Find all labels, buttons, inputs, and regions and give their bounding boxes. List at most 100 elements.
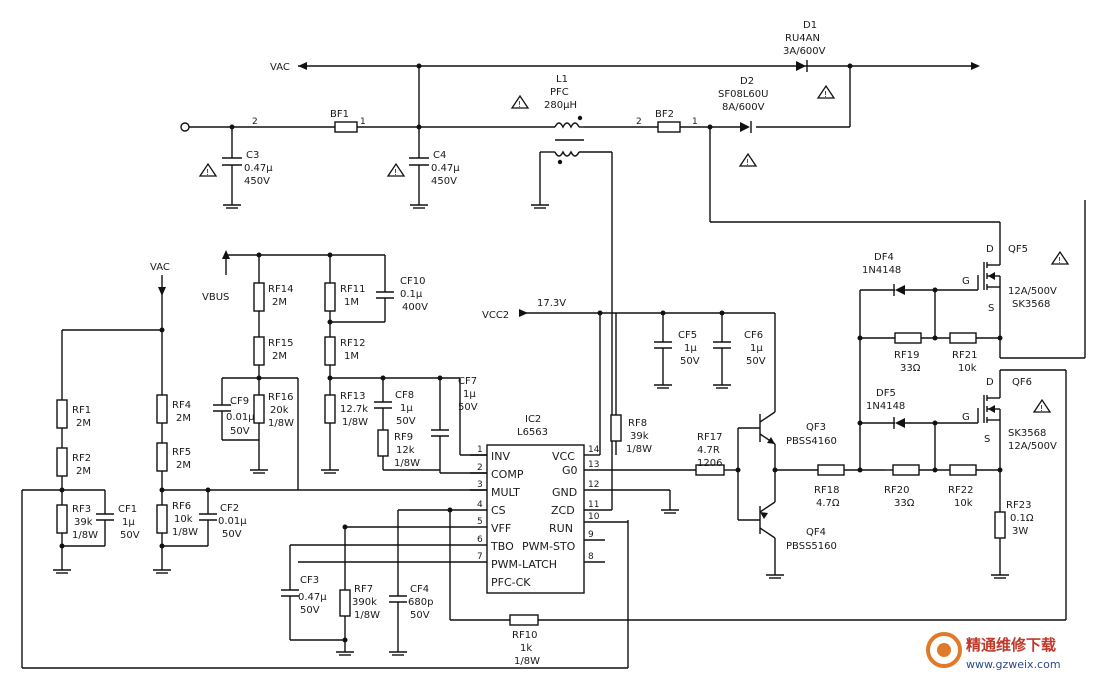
cf9-value: 0.01μ — [226, 412, 255, 423]
df4-part: 1N4148 — [862, 265, 901, 276]
rf22-ref: RF22 — [948, 485, 973, 496]
qf5-rating: 12A/500V — [1008, 286, 1057, 297]
ic2-pin-tbo: TBO — [490, 540, 514, 553]
rf2-ref: RF2 — [72, 453, 91, 464]
pin7-num: 7 — [477, 552, 483, 562]
pin5-num: 5 — [477, 517, 483, 527]
cf10-voltage: 400V — [402, 302, 428, 313]
c4-value: 0.47μ — [431, 163, 460, 174]
rf18-ref: RF18 — [814, 485, 839, 496]
df5-part: 1N4148 — [866, 401, 905, 412]
cf3-ref: CF3 — [300, 575, 319, 586]
cf6-voltage: 50V — [746, 356, 766, 367]
c4-capacitor: C4 0.47μ 450V ! — [386, 127, 460, 209]
warning-icon — [386, 162, 406, 177]
bf1-pin2: 2 — [252, 117, 258, 127]
ic2-pin-inv: INV — [491, 450, 510, 463]
cf8-ref: CF8 — [395, 390, 414, 401]
cf1-value: 1μ — [122, 517, 135, 528]
rf10-power: 1/8W — [514, 656, 540, 667]
ic2-pin-pwm-latch: PWM-LATCH — [491, 558, 557, 571]
watermark: 精通维修下载 www.gzweix.com — [926, 632, 1061, 671]
warning-mark: ! — [518, 100, 521, 109]
watermark-text: 精通维修下载 — [966, 636, 1056, 654]
c4-ref: C4 — [433, 150, 446, 161]
qf6-part: SK3568 — [1008, 428, 1046, 439]
rf9-value: 12k — [396, 445, 415, 456]
cf7-value: 1μ — [463, 389, 476, 400]
rf11-ref: RF11 — [340, 284, 365, 295]
vac-top-label: VAC — [270, 62, 290, 73]
rf18-value: 4.7Ω — [816, 498, 840, 509]
c3-capacitor: C3 0.47μ 450V ! — [198, 127, 273, 209]
warning-icon — [738, 152, 758, 167]
rf12-value: 1M — [344, 351, 359, 362]
rf16-power: 1/8W — [268, 418, 294, 429]
rf1-value: 2M — [76, 418, 91, 429]
ic2-pin-comp: COMP — [491, 468, 524, 481]
ic2-pin-cs: CS — [491, 504, 506, 517]
cf6-ref: CF6 — [744, 330, 763, 341]
rf13-power: 1/8W — [342, 417, 368, 428]
qf6-ref: QF6 — [1012, 377, 1032, 388]
qf5-s: S — [988, 303, 994, 314]
mosfet-stage: DF4 1N4148 DF5 1N4148 RF19 33Ω RF21 10k … — [857, 200, 1086, 621]
qf5-g: G — [962, 276, 970, 287]
cf9-voltage: 50V — [230, 426, 250, 437]
cf9-ref: CF9 — [230, 396, 249, 407]
cf2-voltage: 50V — [222, 529, 242, 540]
cf2-ref: CF2 — [220, 503, 239, 514]
gate-driver: RF17 4.7R 1206 QF3 PBSS4160 QF4 PBSS5160… — [695, 411, 885, 579]
rf12-ref: RF12 — [340, 338, 365, 349]
pin14-num: 14 — [588, 445, 600, 455]
warning-icon — [510, 94, 530, 109]
rf1-ref: RF1 — [72, 405, 91, 416]
pin8-num: 8 — [588, 552, 594, 562]
c4-voltage: 450V — [431, 176, 457, 187]
ic2-pin-zcd: ZCD — [551, 504, 575, 517]
warning-icon — [198, 162, 218, 177]
d2-part: SF08L60U — [718, 89, 768, 100]
rf8-power: 1/8W — [626, 444, 652, 455]
vbus-divider: VBUS RF14 2M RF15 2M RF16 20k 1/8W CF9 0… — [202, 250, 330, 490]
cf4-voltage: 50V — [410, 610, 430, 621]
rf19-ref: RF19 — [894, 350, 919, 361]
pin4-num: 4 — [477, 500, 483, 510]
rf8-value: 39k — [630, 431, 649, 442]
vac-left-label: VAC — [150, 262, 170, 273]
cf10-ref: CF10 — [400, 276, 425, 287]
rf6-ref: RF6 — [172, 501, 191, 512]
warning-mark: ! — [824, 90, 827, 99]
rf19-value: 33Ω — [900, 363, 921, 374]
l1-ref: L1 — [556, 74, 568, 85]
df4-ref: DF4 — [874, 252, 894, 263]
rf16-value: 20k — [270, 405, 289, 416]
rf20-ref: RF20 — [884, 485, 909, 496]
warning-icon — [1050, 250, 1070, 265]
rf8-ref: RF8 — [628, 418, 647, 429]
rf3-ref: RF3 — [72, 504, 91, 515]
cf7-voltage: 50V — [458, 402, 478, 413]
pin1-num: 1 — [477, 445, 483, 455]
rf10-ref: RF10 — [512, 630, 537, 641]
cf4-value: 680p — [408, 597, 433, 608]
bf1-ref: BF1 — [330, 109, 349, 120]
warning-mark: ! — [394, 168, 397, 177]
qf6-rating: 12A/500V — [1008, 441, 1057, 452]
ic2-pin-vff: VFF — [491, 522, 511, 535]
cf5-voltage: 50V — [680, 356, 700, 367]
pin11-num: 11 — [588, 500, 599, 510]
ic2-pin-pwm-sto: PWM-STO — [522, 540, 576, 553]
pin2-num: 2 — [477, 463, 483, 473]
rf4-value: 2M — [176, 413, 191, 424]
qf4-ref: QF4 — [806, 527, 826, 538]
warning-mark: ! — [206, 168, 209, 177]
rf23-value: 0.1Ω — [1010, 513, 1034, 524]
watermark-logo-core — [937, 643, 951, 657]
qf4-part: PBSS5160 — [786, 541, 837, 552]
vac-sense-divider: VAC RF1 2M RF2 2M RF3 39k 1/8W CF1 1μ 50… — [21, 262, 629, 669]
pin12-num: 12 — [588, 480, 599, 490]
cf8-value: 1μ — [400, 403, 413, 414]
bf2-fuse: BF2 1 2 — [636, 109, 698, 133]
d1-part: RU4AN — [785, 33, 820, 44]
